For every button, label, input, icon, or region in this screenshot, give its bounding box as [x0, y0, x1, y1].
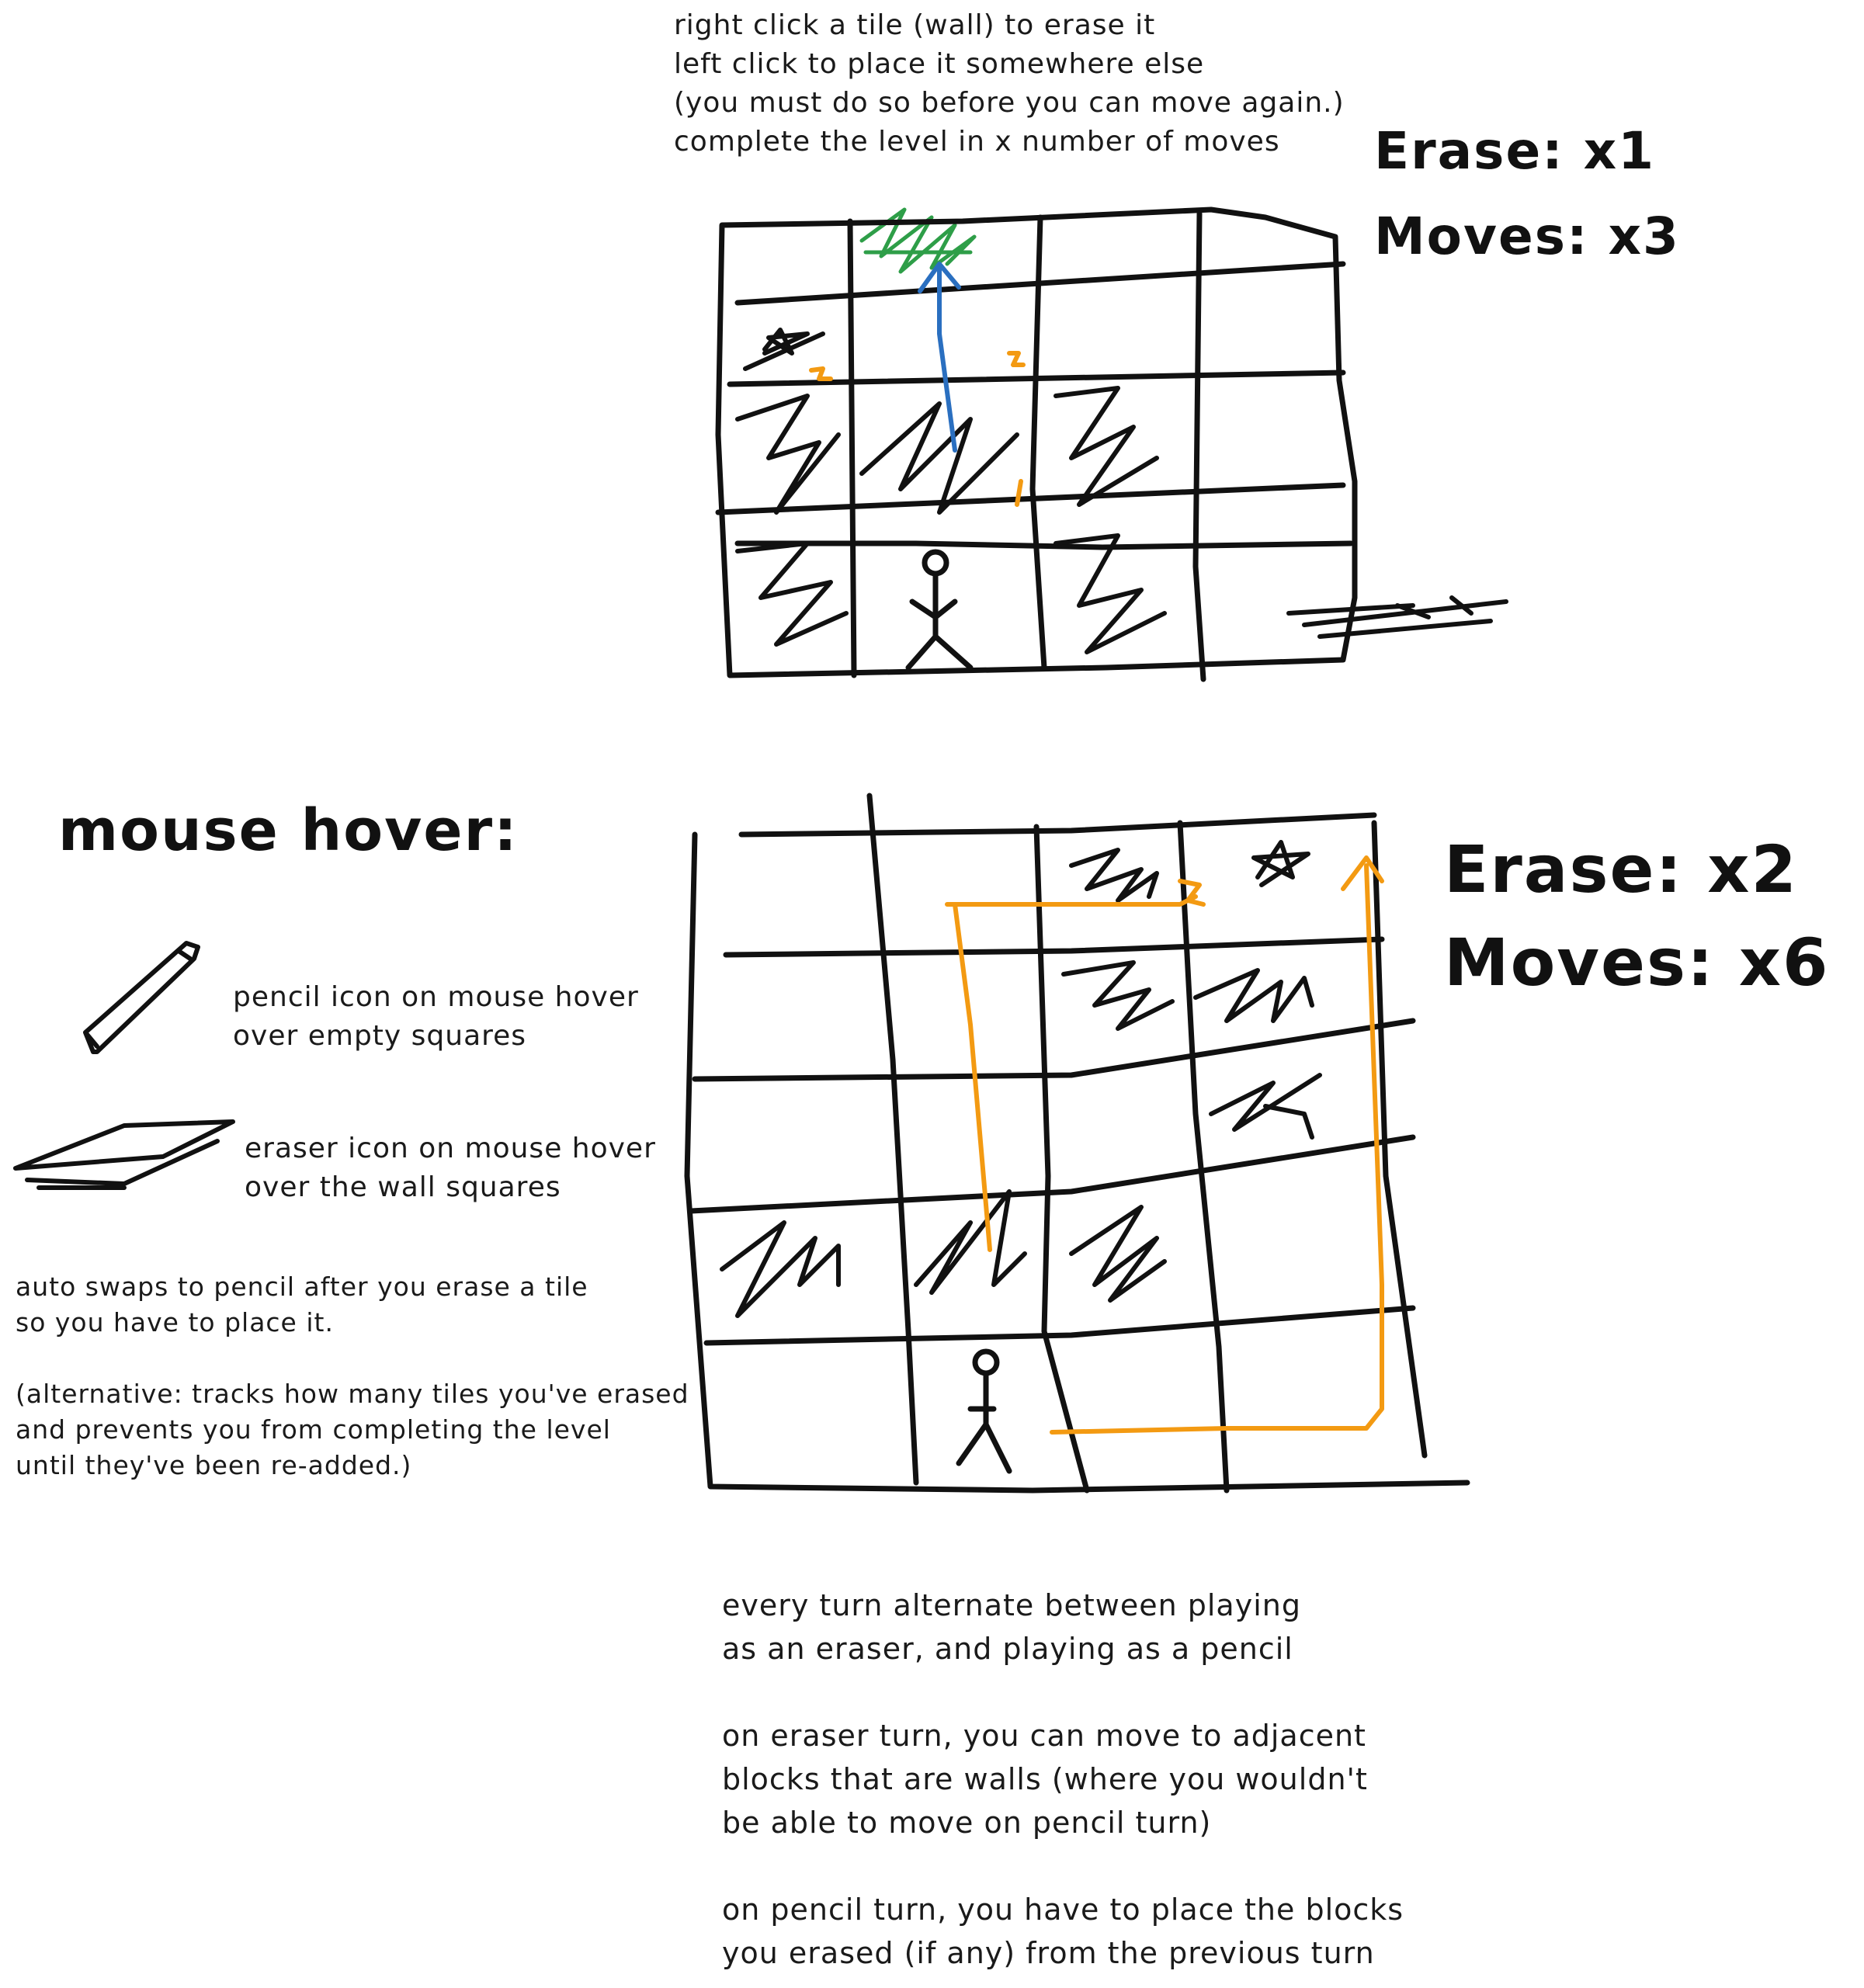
star-goal-icon	[743, 328, 825, 371]
level2-counters: Erase: x2 Moves: x6	[1444, 823, 1830, 1009]
grid-line	[847, 210, 1206, 682]
instruction-line: complete the level in x number of moves	[674, 126, 1280, 158]
board-frame	[715, 206, 1358, 678]
caption-line: over the wall squares	[245, 1171, 561, 1203]
step-number-mark	[809, 351, 1026, 507]
caption-line: pencil icon on mouse hover	[233, 981, 639, 1013]
rule-line: you erased (if any) from the previous tu…	[722, 1936, 1375, 1970]
wall-tile	[1069, 848, 1159, 903]
note-line: auto swaps to pencil after you erase a t…	[16, 1272, 588, 1302]
player-stick-figure	[956, 1348, 1012, 1474]
level2-moves-counter: Moves: x6	[1444, 925, 1830, 1001]
wall-tile	[1061, 960, 1175, 1031]
board-frame	[684, 831, 1470, 1494]
planned-path	[1050, 855, 1384, 1435]
hover-section-title: mouse hover:	[58, 797, 519, 864]
wall-tile	[735, 394, 841, 515]
wall-tile	[859, 401, 1019, 515]
note-line: and prevents you from completing the lev…	[16, 1414, 611, 1445]
wall-tile	[1209, 1073, 1322, 1140]
pencil-icon	[83, 941, 200, 1054]
wall-tile	[1053, 386, 1159, 507]
note-line: (alternative: tracks how many tiles you'…	[16, 1379, 689, 1409]
note-line: so you have to place it.	[16, 1307, 334, 1337]
eraser-caption: eraser icon on mouse hover over the wall…	[245, 1129, 656, 1207]
wall-tile	[1069, 1205, 1167, 1303]
grid-line	[866, 793, 1428, 1494]
note-line: until they've been re-added.)	[16, 1450, 412, 1480]
turn-rules-note: every turn alternate between playing as …	[722, 1584, 1404, 1975]
rule-line: every turn alternate between playing	[722, 1588, 1301, 1622]
planned-path	[945, 894, 1198, 1252]
wall-tile	[1193, 968, 1314, 1023]
level1-board	[715, 206, 1508, 682]
eraser-icon	[13, 1119, 235, 1190]
note-gap	[16, 1341, 689, 1376]
level2-erase-counter: Erase: x2	[1444, 831, 1798, 907]
wall-tile	[914, 1189, 1027, 1295]
star-goal-icon	[1251, 840, 1310, 887]
rule-line: on pencil turn, you have to place the bl…	[722, 1893, 1404, 1927]
wall-tile	[720, 1220, 841, 1318]
scribbled-out-text	[1286, 595, 1508, 639]
wall-tile	[735, 541, 849, 647]
grid-line	[688, 812, 1416, 1346]
level2-board	[684, 793, 1470, 1494]
instruction-line: left click to place it somewhere else	[674, 48, 1205, 80]
move-arrow	[918, 262, 961, 453]
instruction-line: right click a tile (wall) to erase it	[674, 9, 1156, 41]
step-number-mark	[1178, 879, 1206, 907]
rule-line: on eraser turn, you can move to adjacent	[722, 1719, 1366, 1753]
rule-line: be able to move on pencil turn)	[722, 1806, 1212, 1840]
rule-line: blocks that are walls (where you wouldn'…	[722, 1762, 1368, 1796]
wall-tile	[1053, 533, 1167, 654]
rule-line: as an eraser, and playing as a pencil	[722, 1632, 1293, 1666]
caption-line: eraser icon on mouse hover	[245, 1133, 656, 1164]
pencil-caption: pencil icon on mouse hover over empty sq…	[233, 978, 639, 1056]
top-instructions: right click a tile (wall) to erase it le…	[674, 6, 1345, 161]
player-stick-figure	[905, 549, 974, 671]
goal-highlight-scribble	[859, 207, 977, 274]
level1-moves-counter: Moves: x3	[1374, 206, 1680, 266]
autoswap-note: auto swaps to pencil after you erase a t…	[16, 1269, 689, 1483]
caption-line: over empty squares	[233, 1020, 527, 1052]
level1-erase-counter: Erase: x1	[1374, 121, 1656, 181]
level1-counters: Erase: x1 Moves: x3	[1374, 109, 1680, 279]
instruction-line: (you must do so before you can move agai…	[674, 87, 1345, 119]
rule-gap	[722, 1844, 1404, 1888]
rule-gap	[722, 1671, 1404, 1714]
